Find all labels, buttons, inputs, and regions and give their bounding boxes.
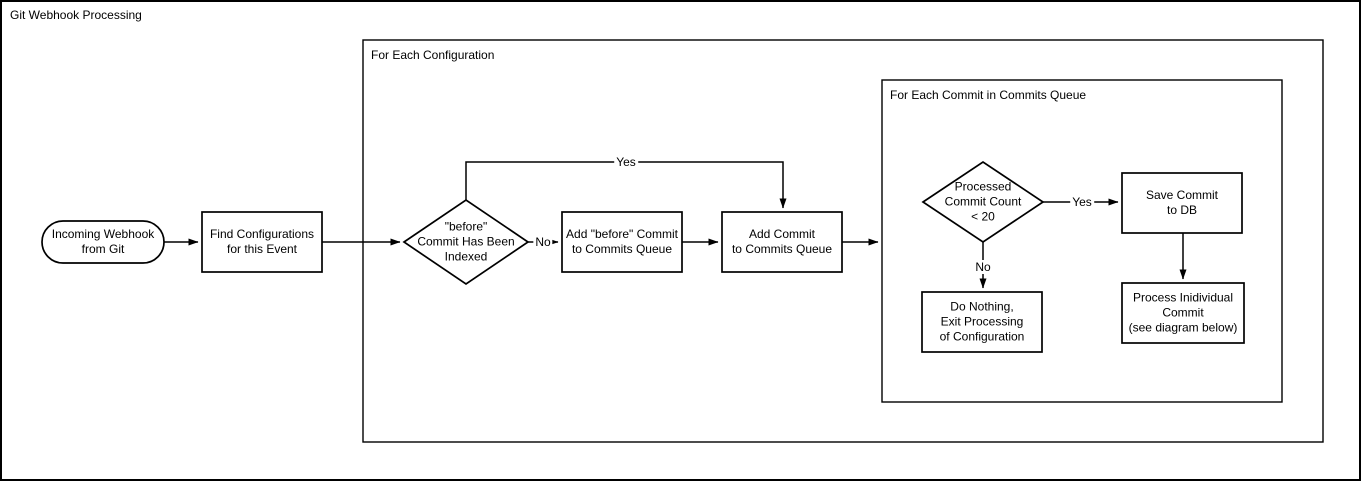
add-commit-node [721, 211, 843, 273]
before-commit-indexed-decision [402, 198, 530, 286]
node-label-add-commit: Add Commit to Commits Queue [731, 227, 833, 256]
node-label-before-commit-indexed: "before" Commit Has Been Indexed [417, 219, 515, 264]
find-configurations-node [201, 211, 323, 273]
node-label-save-commit-to-db: Save Commit to DB [1145, 188, 1219, 217]
save-commit-to-db-node [1121, 172, 1243, 234]
container-label-for-each-commit: For Each Commit in Commits Queue [890, 88, 1087, 102]
edge-label-count-yes: Yes [1070, 195, 1094, 209]
node-label-incoming-webhook: Incoming Webhook from Git [51, 227, 155, 256]
edge-label-before-indexed-yes: Yes [614, 155, 638, 169]
container-label-for-each-configuration: For Each Configuration [371, 48, 495, 62]
node-label-processed-commit-count: Processed Commit Count < 20 [944, 179, 1022, 224]
node-label-add-before-commit: Add "before" Commit to Commits Queue [566, 227, 678, 256]
processed-commit-count-decision [921, 160, 1045, 244]
for-each-configuration-container [362, 39, 1324, 443]
node-label-process-individual-commit: Process Inidividual Commit (see diagram … [1128, 290, 1238, 335]
for-each-commit-container [881, 79, 1283, 403]
add-before-commit-node [561, 211, 683, 273]
incoming-webhook-node [41, 220, 165, 264]
do-nothing-node [921, 291, 1043, 353]
edge-label-before-indexed-no: No [533, 235, 553, 249]
process-individual-commit-node [1121, 282, 1245, 344]
edge-label-count-no: No [973, 260, 993, 274]
node-label-do-nothing: Do Nothing, Exit Processing of Configura… [939, 299, 1025, 344]
node-label-find-configurations: Find Configurations for this Event [209, 227, 315, 256]
diagram-title: Git Webhook Processing [10, 8, 142, 22]
